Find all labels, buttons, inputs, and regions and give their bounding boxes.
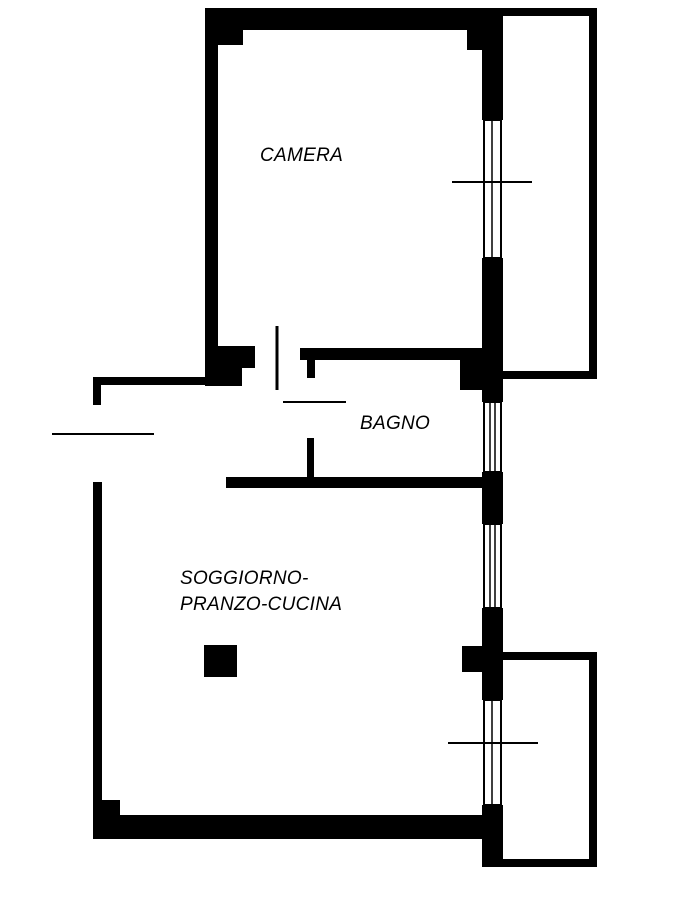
camera-bottom-left-notch [218,368,242,386]
soggiorno-right-notch [462,646,482,672]
entrance-left-stub [93,377,101,405]
label-bagno: BAGNO [360,413,430,434]
camera-top-wall [205,8,503,30]
label-camera: CAMERA [260,145,343,166]
structural-column [204,645,237,677]
balcony2-right-rail [589,652,597,867]
camera-window [452,119,532,259]
balcony-bottom-rail [503,371,597,379]
camera-bottom-left-block [205,346,255,368]
bagno-left-wall [307,438,314,480]
soggiorno-window-upper-frame [483,523,502,609]
soggiorno-right-wall-upper [482,608,503,700]
balcony2-bottom-rail [503,859,597,867]
bagno-top-wall [300,348,482,360]
label-soggiorno-line1: SOGGIORNO- [180,568,309,589]
balcony2-top-rail [503,652,597,660]
soggiorno-bottom-left-notch [102,800,120,815]
bagno-bottom-wall [226,477,503,488]
camera-corner-tl [218,30,243,45]
label-soggiorno-line2: PRANZO-CUCINA [180,594,342,615]
soggiorno-balcony [503,652,597,867]
bagno-window [483,401,502,473]
camera-right-wall-lower [482,258,503,390]
soggiorno-window-upper [483,523,502,609]
soggiorno-bottom-wall [93,815,503,839]
soggiorno-room [93,377,503,867]
balcony-right-rail [589,8,597,379]
bagno-room [226,348,503,524]
balcony-top-rail [503,8,597,16]
camera-room [205,8,503,390]
bagno-window-frame [483,401,502,473]
soggiorno-right-wall-lower [482,805,503,867]
camera-balcony [503,8,597,379]
bagno-right-wall [482,390,503,402]
camera-left-wall [205,8,218,386]
camera-right-wall-upper [482,8,503,120]
camera-corner-tr [467,30,482,50]
soggiorno-left-wall [93,482,102,839]
soggiorno-window-lower [448,699,538,806]
bagno-right-block [460,360,503,390]
entrance-top-wall [93,377,218,385]
bagno-top-wall-stub [307,360,315,378]
